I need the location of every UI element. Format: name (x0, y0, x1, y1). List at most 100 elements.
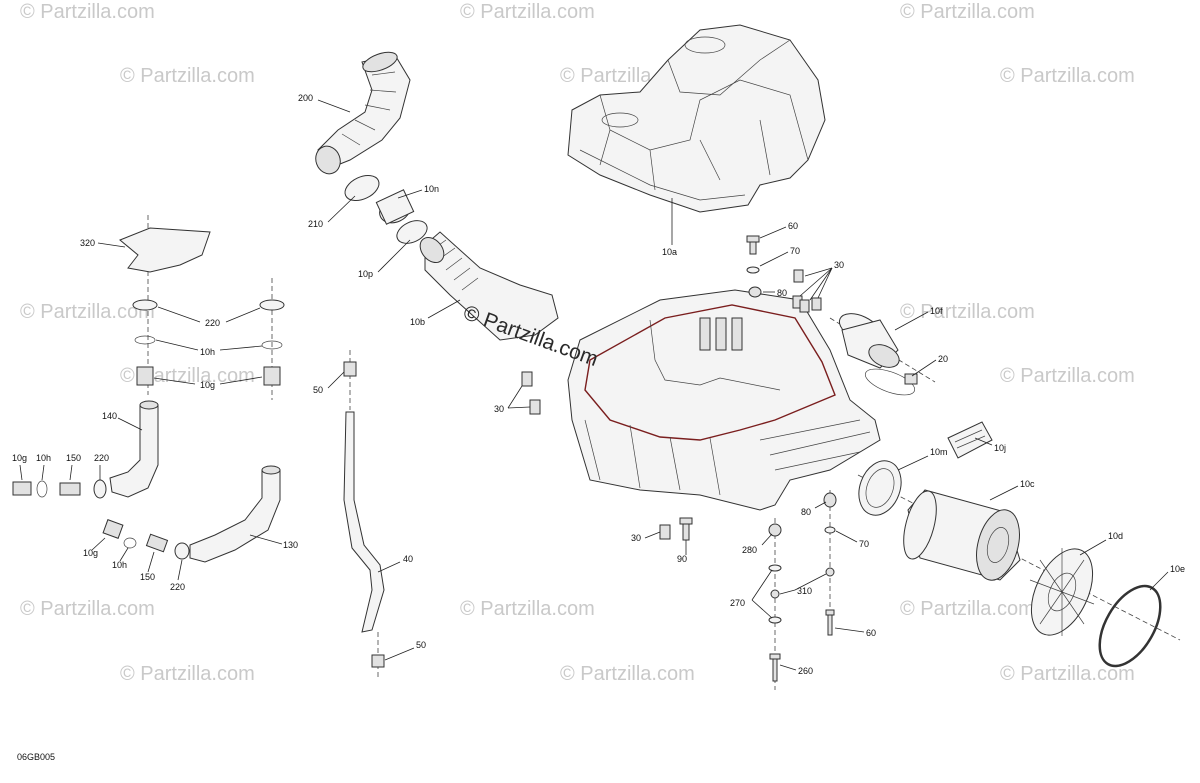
leader-line (897, 455, 929, 471)
leader-line (427, 299, 461, 319)
leader-line (759, 251, 789, 267)
intake-duct-10b (419, 231, 559, 341)
callout-10g: 10g (200, 380, 215, 390)
bolt-260 (769, 653, 781, 682)
leader-line (989, 485, 1019, 501)
callout-10d: 10d (1108, 531, 1123, 541)
leader-line (759, 226, 787, 239)
leader-line (834, 627, 865, 633)
nut-310-b (825, 567, 835, 577)
callout-280: 280 (742, 545, 757, 555)
intake-tube-200 (315, 51, 411, 175)
leader-line (779, 664, 797, 671)
watermark: © Partzilla.com (900, 301, 1035, 323)
leader-line (147, 551, 155, 573)
callout-60: 60 (788, 221, 798, 231)
oring-10e (1098, 584, 1162, 668)
callout-320: 320 (80, 238, 95, 248)
leader-line (761, 533, 773, 546)
callout-140: 140 (102, 411, 117, 421)
callout-10g: 10g (12, 453, 27, 463)
bolt-60-top (746, 235, 760, 255)
leader-line (384, 647, 415, 661)
callout-50: 50 (416, 640, 426, 650)
watermark: © Partzilla.com (1000, 663, 1135, 685)
callout-310: 310 (797, 586, 812, 596)
clamp-20 (864, 368, 918, 396)
callout-70: 70 (859, 539, 869, 549)
leader-line (894, 311, 929, 331)
callout-130: 130 (283, 540, 298, 550)
leader-line (155, 339, 199, 351)
leader-line (397, 189, 423, 199)
drain-hose-40 (343, 411, 385, 633)
callout-10e: 10e (1170, 564, 1185, 574)
leader-line (799, 267, 833, 297)
clamps-220-top (132, 299, 285, 386)
bolt-90 (679, 517, 693, 541)
leader-line (157, 306, 201, 323)
leader-line (507, 406, 531, 409)
watermark: © Partzilla.com (460, 598, 595, 620)
washer-270-top (768, 564, 782, 572)
watermark: © Partzilla.com (120, 65, 255, 87)
leader-line (249, 534, 283, 545)
leader-line (317, 99, 351, 113)
callout-10a: 10a (662, 247, 677, 257)
watermark: © Partzilla.com (560, 663, 695, 685)
callout-10p: 10p (358, 269, 373, 279)
callout-90: 90 (677, 554, 687, 564)
airbox-base (567, 289, 881, 511)
clip-50-top (343, 361, 357, 377)
leader-line (219, 376, 263, 385)
leader-line (225, 307, 261, 323)
watermark: © Partzilla.com (1000, 365, 1135, 387)
leader-line (1079, 539, 1107, 556)
leader-line (644, 531, 661, 539)
washer-70 (746, 266, 760, 274)
callout-10f: 10f (930, 306, 943, 316)
callout-30: 30 (631, 533, 641, 543)
callout-30: 30 (494, 404, 504, 414)
callout-270: 270 (730, 598, 745, 608)
washer-270-bottom (768, 616, 782, 624)
clip-30-lower (659, 524, 671, 540)
leader-line (804, 267, 833, 277)
callout-40: 40 (403, 554, 413, 564)
callout-10n: 10n (424, 184, 439, 194)
hose-fittings-bottom (102, 519, 190, 560)
leader-line (377, 239, 411, 273)
clip-50-bottom (371, 654, 385, 668)
leader-line (119, 547, 129, 562)
leader-line (809, 267, 833, 301)
clips-30-right (792, 269, 822, 313)
hose-140 (109, 400, 159, 498)
watermark: © Partzilla.com (20, 598, 155, 620)
leader-line (817, 267, 833, 299)
callout-60: 60 (866, 628, 876, 638)
callout-10h: 10h (36, 453, 51, 463)
watermark: © Partzilla.com (460, 1, 595, 23)
callout-220: 220 (205, 318, 220, 328)
leader-line (779, 589, 796, 595)
watermark: © Partzilla.com (1000, 65, 1135, 87)
callout-220: 220 (94, 453, 109, 463)
callout-10m: 10m (930, 447, 948, 457)
leader-line (751, 569, 773, 601)
grommet-280 (768, 523, 782, 537)
boot-10f (838, 313, 900, 369)
leader-line (327, 195, 356, 223)
watermark: © Partzilla.com (20, 1, 155, 23)
leader-line (377, 561, 401, 573)
leader-line (91, 537, 106, 551)
callout-30: 30 (834, 260, 844, 270)
nut-310-a (770, 589, 780, 599)
callout-200: 200 (298, 93, 313, 103)
label-10j (947, 421, 993, 459)
leader-line (507, 385, 523, 409)
clamp-210 (344, 174, 428, 244)
watermark: © Partzilla.com (900, 598, 1035, 620)
washer-70-lower (824, 526, 836, 534)
callout-210: 210 (308, 219, 323, 229)
